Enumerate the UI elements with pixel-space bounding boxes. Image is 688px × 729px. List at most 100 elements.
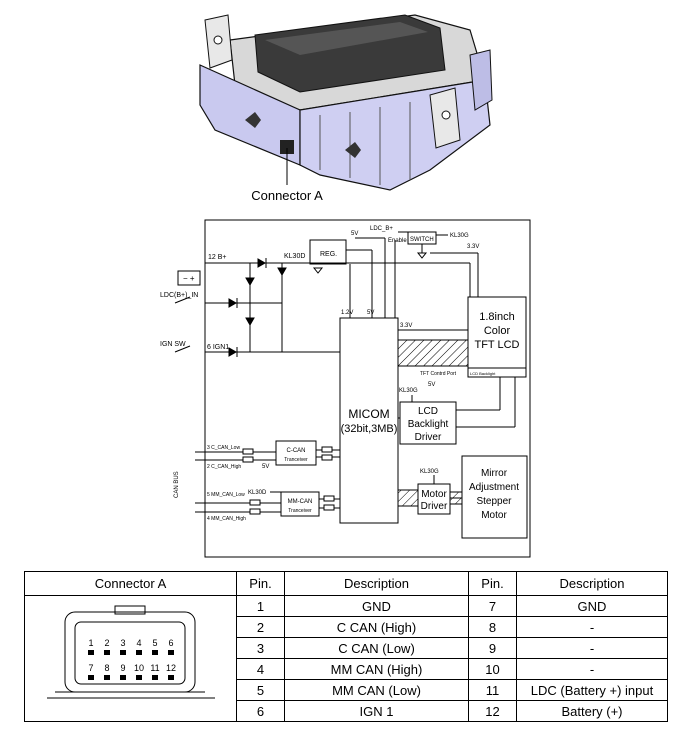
col-header-description-2: Description (516, 571, 668, 596)
diode-icon (245, 317, 255, 327)
can-resistor (321, 454, 333, 461)
cell-pin: 2 (236, 616, 285, 638)
label-5v-bl: 5V (428, 382, 435, 388)
module-cover-shade (265, 22, 428, 55)
col-header-pin-2: Pin. (468, 571, 517, 596)
connector-inner (74, 621, 186, 685)
cell-description: C CAN (High) (284, 616, 469, 638)
regulator-block (309, 239, 347, 265)
pin-terminal (136, 650, 142, 655)
pin-label: 11 (150, 663, 159, 673)
ign-switch-icon (174, 345, 191, 353)
module-illustration: Connector A (199, 14, 493, 203)
pin-label: 1 (88, 638, 93, 648)
micom-label-line2: (32bit,3MB) (341, 423, 398, 435)
bracket-hole (441, 110, 451, 120)
pin-terminal (88, 650, 94, 655)
pin-terminal (168, 675, 174, 680)
diode-icon (277, 267, 287, 277)
connector-a-drawing-cell: 1 2 3 4 5 6 7 8 9 10 11 12 (24, 595, 237, 722)
ccan-box-line1: C-CAN (287, 448, 306, 454)
mmcan-box-line1: MM-CAN (288, 499, 313, 505)
cell-pin: 8 (468, 616, 517, 638)
mirror-motor-line3: Stepper (476, 496, 512, 507)
pin-label: 4 (136, 638, 141, 648)
label-mmcan-low: 5 MM_CAN_Low (207, 492, 245, 498)
pin-label: 10 (134, 663, 144, 673)
cell-description: GND (284, 595, 469, 617)
pin-terminal (152, 650, 158, 655)
pin-terminal (88, 675, 94, 680)
can-resistor (321, 446, 333, 453)
cell-description: MM CAN (Low) (284, 679, 469, 701)
cell-description: C CAN (Low) (284, 637, 469, 659)
pin-label: 3 (120, 638, 125, 648)
connector-a-drawing: 1 2 3 4 5 6 7 8 9 10 11 12 (47, 605, 215, 699)
right-clip (469, 49, 493, 111)
pin-terminal (104, 675, 110, 680)
lcd-backlight-pins: LCD Backlight (470, 371, 496, 376)
pin-terminal (168, 650, 174, 655)
pin-table: Connector A Pin. Description Pin. Descri… (24, 571, 668, 722)
label-5v: 5V (367, 310, 374, 316)
label-ign1: 6 IGN1 (207, 344, 229, 351)
motor-driver-block (417, 483, 451, 515)
cell-description: - (516, 637, 668, 659)
pin-label: 5 (152, 638, 157, 648)
motor-driver-line1: Motor (421, 489, 447, 500)
micom-block (339, 317, 399, 524)
table-row: 5 MM CAN (Low) 11 LDC (Battery +) input (25, 679, 668, 701)
col-header-description: Description (284, 571, 469, 596)
cell-description: MM CAN (High) (284, 658, 469, 680)
lcd-block (467, 296, 527, 378)
pin-label: 6 (168, 638, 173, 648)
label-ldc-b: LDC_B+ (370, 226, 393, 232)
bl-driver-line1: LCD (418, 406, 438, 417)
label-switch: SWITCH (410, 237, 434, 243)
label-reg: REG. (320, 251, 337, 258)
label-ccan-low: 3 C_CAN_Low (207, 445, 240, 451)
tft-control-bus (397, 339, 469, 367)
mmcan-transceiver-block (280, 491, 320, 517)
bracket-hole (213, 35, 223, 45)
label-kl30g-bl: KL30G (399, 388, 418, 394)
motor-output-bus (449, 491, 463, 505)
can-resistor (249, 508, 261, 515)
fastener-icon (345, 142, 361, 158)
ldc-switch-icon (174, 296, 191, 304)
table-row: 1 2 3 4 5 6 7 8 9 10 11 12 (24, 595, 668, 722)
schematic-frame (204, 219, 531, 558)
col-header-connector: Connector A (24, 571, 237, 596)
cell-pin: 3 (236, 637, 285, 659)
micom-label-line1: MICOM (348, 407, 389, 421)
fastener-icon (245, 112, 261, 128)
mirror-motor-block (461, 455, 528, 539)
label-5v-top: 5V (351, 231, 358, 237)
pin-terminal (136, 675, 142, 680)
label-5v-can: 5V (262, 464, 269, 470)
diode-icon (228, 298, 238, 308)
cell-pin: 6 (236, 700, 285, 722)
cell-pin: 11 (468, 679, 517, 701)
pin-label: 2 (104, 638, 109, 648)
cell-pin: 4 (236, 658, 285, 680)
label-ign-sw: IGN SW (160, 341, 186, 348)
label-kl30d-mm: KL30D (248, 490, 267, 496)
cell-description: LDC (Battery +) input (516, 679, 668, 701)
pin-label: 9 (120, 663, 125, 673)
cell-description: - (516, 616, 668, 638)
pin-terminal (120, 675, 126, 680)
can-resistor (242, 456, 254, 463)
battery-icon (177, 270, 201, 286)
col-header-pin: Pin. (236, 571, 285, 596)
label-3v3-right: 3.3V (467, 244, 479, 250)
connector-outline (64, 611, 196, 693)
switch-block (407, 231, 437, 245)
label-kl30g-top: KL30G (450, 233, 469, 239)
motor-control-bus (397, 489, 419, 507)
cell-description: GND (516, 595, 668, 617)
battery-polarity: − + (183, 274, 195, 283)
label-kl30d-top: KL30D (284, 253, 305, 260)
label-tft-port: TFT Contrd Port (420, 371, 457, 377)
pin-label: 8 (104, 663, 109, 673)
